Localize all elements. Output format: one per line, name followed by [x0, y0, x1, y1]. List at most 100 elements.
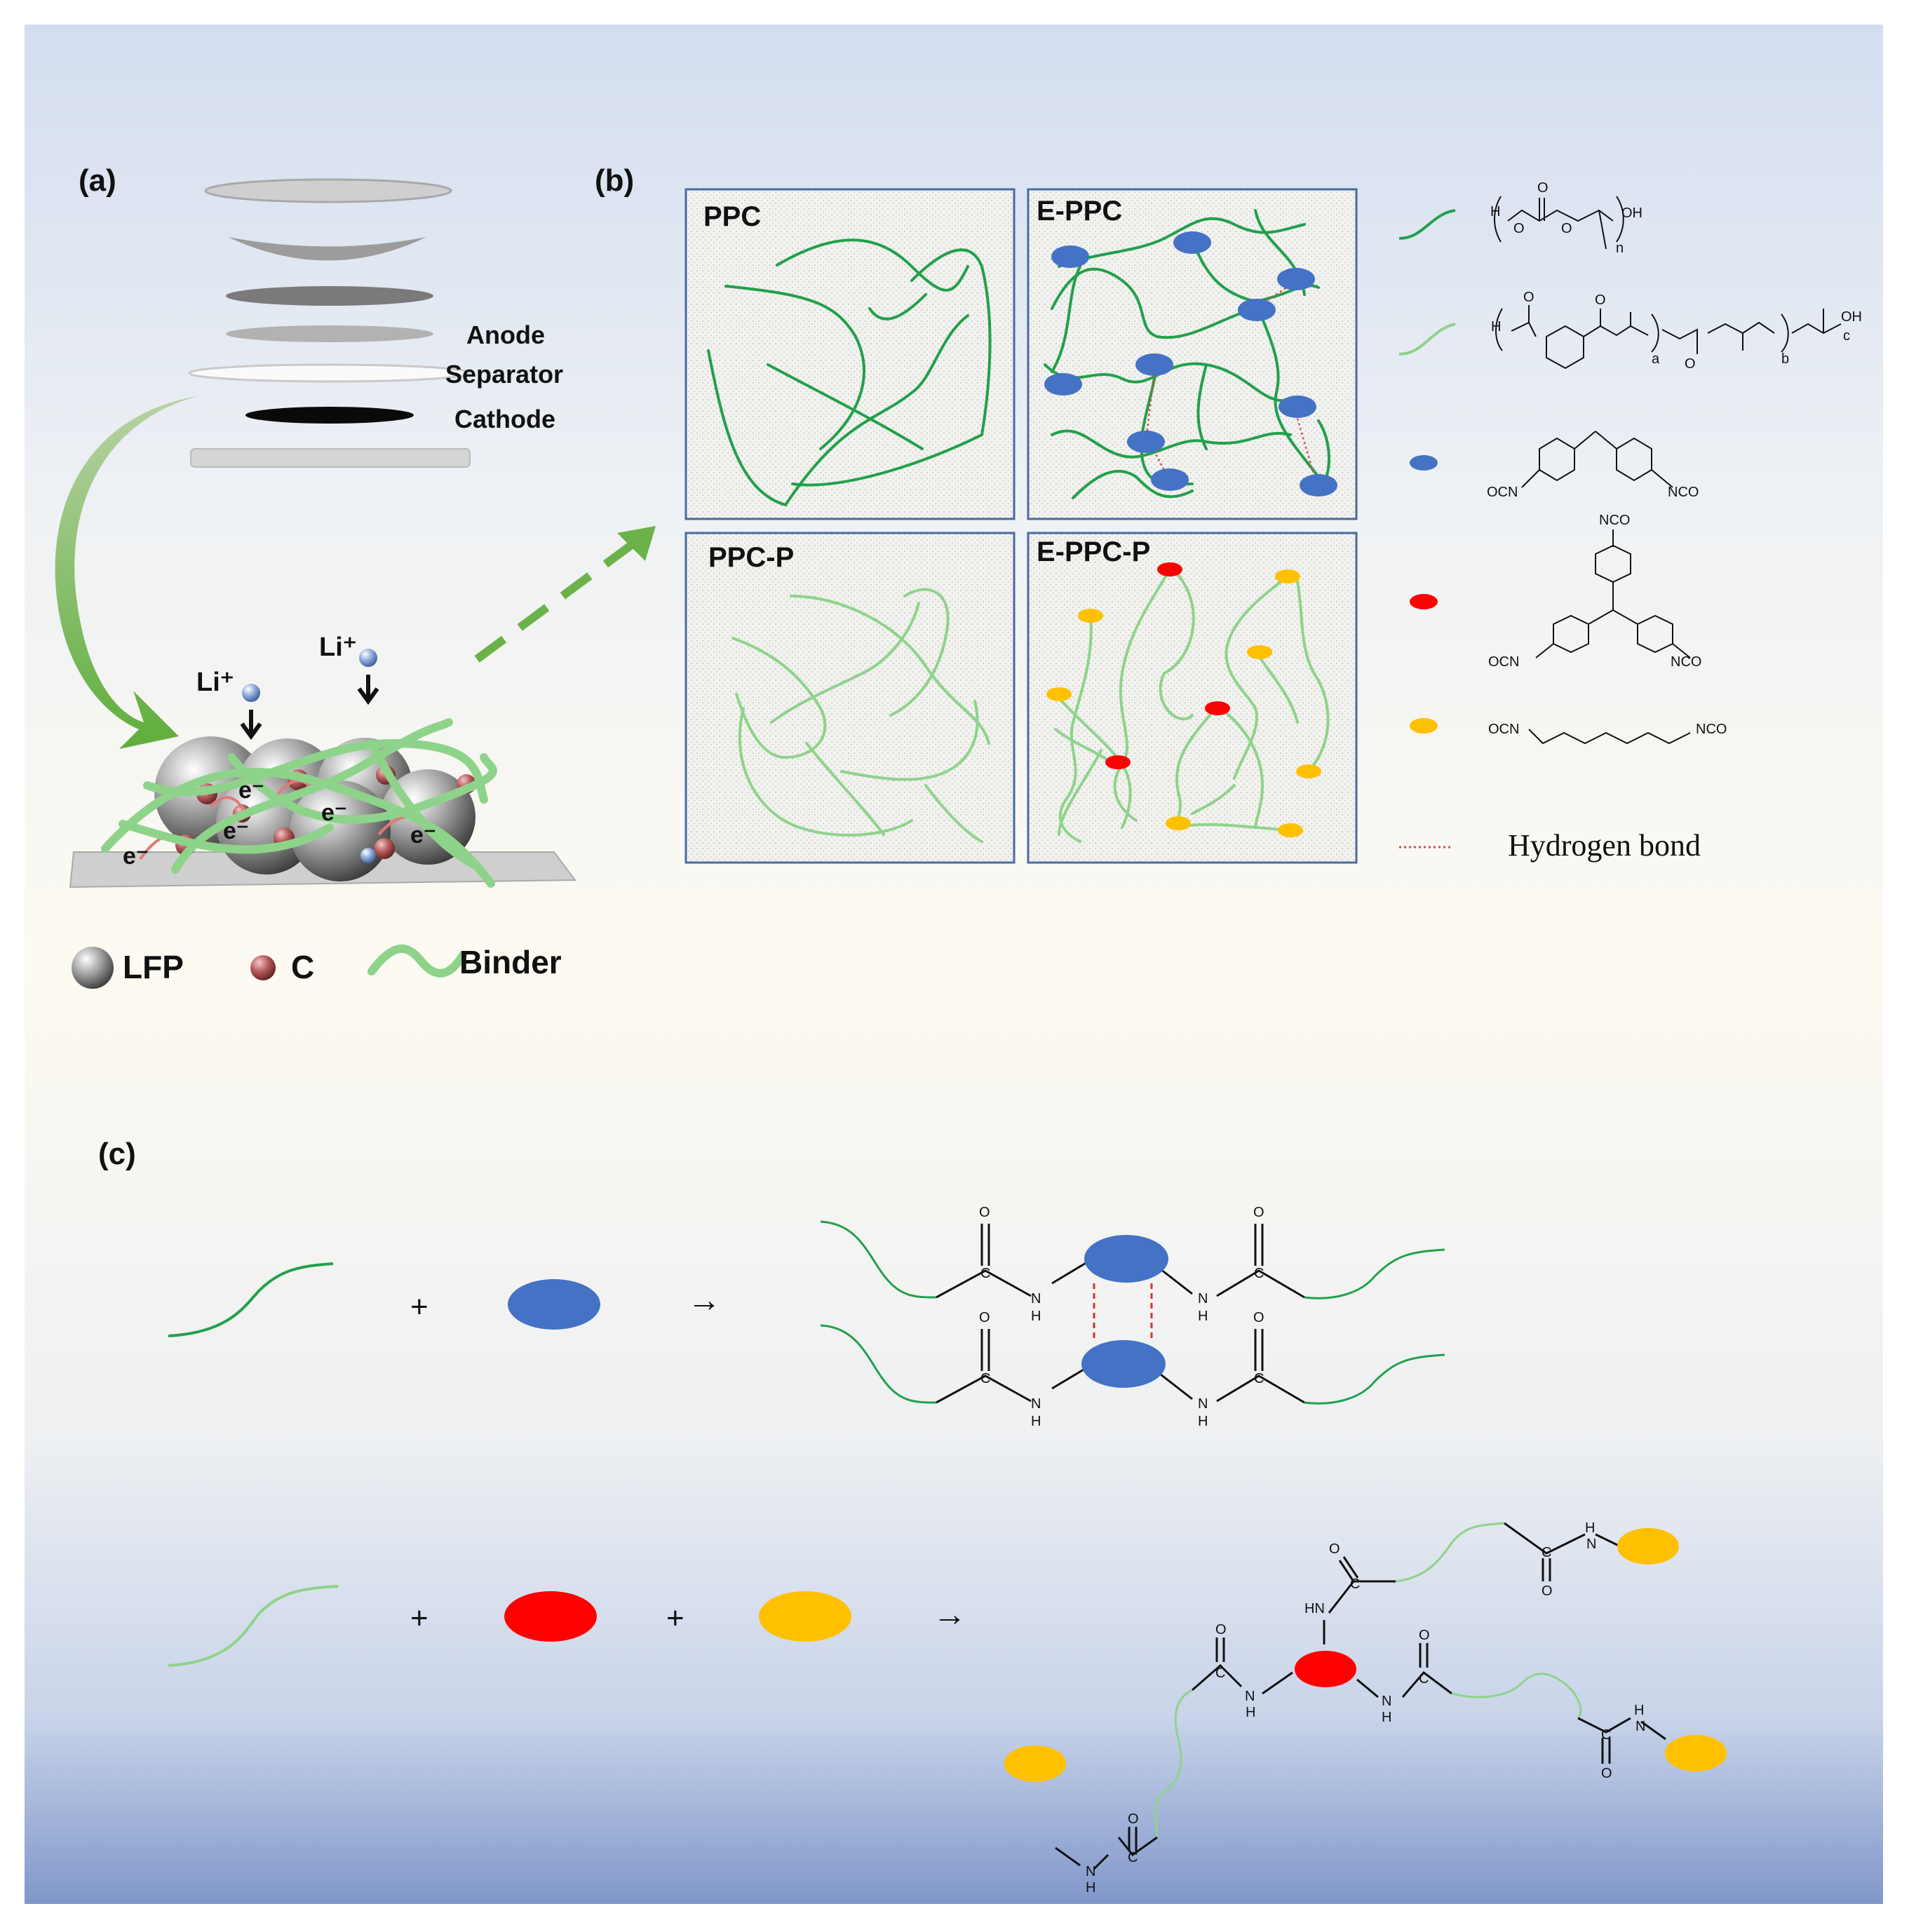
yellow-crosslinker	[1078, 609, 1103, 623]
plus-sign: +	[410, 1601, 429, 1635]
chem-o: O	[1523, 290, 1534, 305]
atom-c: C	[980, 1266, 990, 1281]
atom-h: H	[1198, 1309, 1208, 1324]
atom-n: N	[1031, 1291, 1041, 1306]
chem-nco: NCO	[1696, 722, 1727, 737]
atom-n: N	[1382, 1694, 1391, 1709]
panel-c: (c) + →	[98, 1137, 1727, 1896]
panel-b-label: (b)	[595, 163, 634, 198]
hdi-structure	[1528, 729, 1691, 745]
chem-ocn: OCN	[1487, 485, 1518, 500]
atom-hn: HN	[1304, 1601, 1325, 1616]
atom-c: C	[1601, 1727, 1611, 1743]
atom-h: H	[1031, 1309, 1041, 1324]
panel-a: (a) Anode Separator Cathode	[55, 163, 656, 989]
atom-c: C	[980, 1371, 990, 1386]
chem-o: O	[1513, 221, 1525, 236]
li-ion-label: Li⁺	[319, 633, 357, 662]
blue-crosslinker	[1277, 268, 1315, 290]
yellow-crosslinker	[1247, 645, 1272, 659]
yellow-crosslinker	[1617, 1528, 1679, 1565]
down-arrow	[357, 675, 379, 705]
ppcp-structure	[1495, 305, 1842, 370]
atom-n: N	[1086, 1864, 1095, 1879]
carbon-particle	[374, 838, 395, 859]
atom-h: H	[1634, 1703, 1644, 1718]
atom-o: O	[1601, 1766, 1612, 1781]
chem-o: O	[1685, 356, 1696, 372]
box-title-eppc: E-PPC	[1037, 196, 1122, 227]
atom-c: C	[1215, 1666, 1225, 1681]
atom-c: C	[1254, 1266, 1264, 1281]
yellow-crosslinker	[759, 1591, 851, 1642]
chem-nco: NCO	[1599, 513, 1630, 528]
yellow-crosslinker	[1278, 823, 1303, 837]
reaction-arrow: →	[687, 1282, 721, 1319]
reaction-arrow: →	[933, 1596, 966, 1633]
legend-blue-swatch	[1410, 455, 1438, 471]
blue-crosslinker	[1127, 431, 1165, 453]
li-ion	[242, 684, 260, 702]
blue-crosslinker	[1135, 353, 1173, 376]
box-eppc: E-PPC	[1027, 188, 1358, 520]
atom-o: O	[1128, 1811, 1139, 1827]
dashed-arrow-head	[617, 526, 656, 561]
c-legend-swatch	[250, 955, 276, 980]
down-arrow	[240, 710, 262, 741]
plus-sign: +	[410, 1290, 429, 1324]
legend-ppc-strand	[1398, 209, 1456, 240]
blue-crosslinker	[1300, 474, 1337, 496]
cathode-label: Cathode	[454, 405, 555, 433]
atom-c: C	[1128, 1850, 1138, 1865]
atom-o: O	[1419, 1628, 1430, 1643]
atom-o: O	[979, 1310, 990, 1325]
panel-b: (b) PPC E-PPC	[595, 163, 1862, 864]
electron-label: e⁻	[238, 777, 264, 804]
atom-h: H	[1382, 1710, 1391, 1725]
cathode-disc	[245, 407, 414, 424]
ppc-strand	[168, 1262, 334, 1337]
lfp-legend-label: LFP	[123, 949, 184, 985]
red-crosslinker	[504, 1591, 597, 1642]
dashed-arrow	[474, 536, 641, 663]
atom-c: C	[1350, 1576, 1360, 1592]
li-ion	[360, 848, 376, 863]
blue-crosslinker	[1044, 373, 1082, 396]
separator-label: Separator	[445, 360, 563, 389]
yellow-crosslinker	[1046, 687, 1072, 701]
blue-crosslinker	[1084, 1235, 1168, 1283]
atom-n: N	[1635, 1719, 1645, 1734]
cap-top	[204, 178, 452, 203]
chem-nco: NCO	[1671, 654, 1701, 670]
tti-structure	[1535, 529, 1691, 658]
chem-a: a	[1652, 351, 1660, 367]
ppcp-strand	[168, 1585, 339, 1667]
binder-strands	[101, 718, 497, 888]
red-crosslinker	[1295, 1651, 1356, 1687]
li-ion	[359, 649, 377, 667]
red-crosslinker	[1205, 701, 1230, 715]
atom-h: H	[1031, 1414, 1041, 1429]
atom-n: N	[1198, 1291, 1208, 1306]
eppcp-product	[1055, 1522, 1666, 1870]
electron-path	[209, 796, 247, 814]
electron-label: e⁻	[123, 843, 149, 870]
chem-o: O	[1537, 180, 1549, 196]
hydrogen-bond-label: Hydrogen bond	[1508, 828, 1701, 863]
anode-label: Anode	[466, 320, 545, 349]
atom-h: H	[1086, 1880, 1095, 1896]
electron-label: e⁻	[410, 822, 436, 849]
spring	[228, 237, 426, 261]
atom-h: H	[1246, 1705, 1255, 1720]
legend-yellow-swatch	[1410, 718, 1438, 734]
blue-crosslinker	[1238, 299, 1276, 321]
yellow-crosslinker	[1275, 569, 1300, 583]
atom-o: O	[1215, 1622, 1227, 1637]
atom-o: O	[979, 1205, 990, 1220]
plus-sign: +	[666, 1601, 684, 1635]
electron-label: e⁻	[223, 818, 249, 844]
atom-o: O	[1253, 1310, 1264, 1325]
panel-b-legend: H O O O OH n	[1398, 180, 1862, 863]
